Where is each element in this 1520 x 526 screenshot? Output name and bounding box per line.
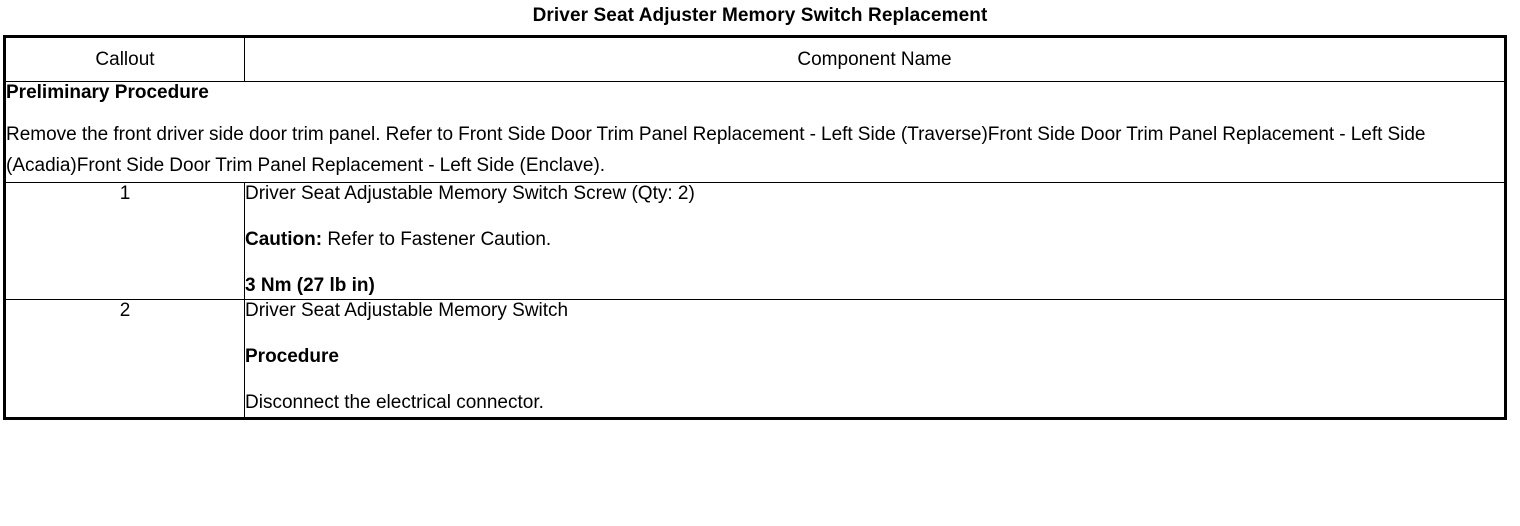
component-name-text: Driver Seat Adjustable Memory Switch Scr… (245, 182, 695, 204)
caution-note: Caution: Refer to Fastener Caution. (245, 229, 1504, 252)
table-row: 1 Driver Seat Adjustable Memory Switch S… (4, 181, 1506, 301)
caution-label: Caution: (245, 228, 323, 250)
callout-number: 1 (4, 181, 245, 301)
procedure-step-text: Disconnect the electrical connector. (245, 391, 544, 413)
page-title: Driver Seat Adjuster Memory Switch Repla… (532, 5, 988, 26)
component-description-cell: Driver Seat Adjustable Memory Switch Pro… (244, 299, 1506, 419)
column-header-callout: Callout (4, 36, 245, 82)
callout-number: 2 (4, 299, 245, 419)
component-description-cell: Driver Seat Adjustable Memory Switch Scr… (244, 181, 1506, 301)
torque-specification: 3 Nm (27 lb in) (245, 274, 375, 296)
procedure-heading: Procedure (245, 346, 339, 368)
column-header-component-name: Component Name (244, 36, 1506, 82)
table-row: 2 Driver Seat Adjustable Memory Switch P… (4, 299, 1506, 419)
table-row-preliminary: Preliminary Procedure Remove the front d… (4, 81, 1506, 183)
preliminary-procedure-heading: Preliminary Procedure (6, 82, 209, 103)
table-header-row: Callout Component Name (4, 36, 1506, 82)
caution-text: Refer to Fastener Caution. (322, 228, 552, 250)
preliminary-procedure-cell: Preliminary Procedure Remove the front d… (4, 81, 1506, 183)
preliminary-procedure-text: Remove the front driver side door trim p… (6, 124, 1426, 177)
component-name-text: Driver Seat Adjustable Memory Switch (245, 300, 569, 322)
procedure-table: Callout Component Name Preliminary Proce… (3, 35, 1507, 420)
